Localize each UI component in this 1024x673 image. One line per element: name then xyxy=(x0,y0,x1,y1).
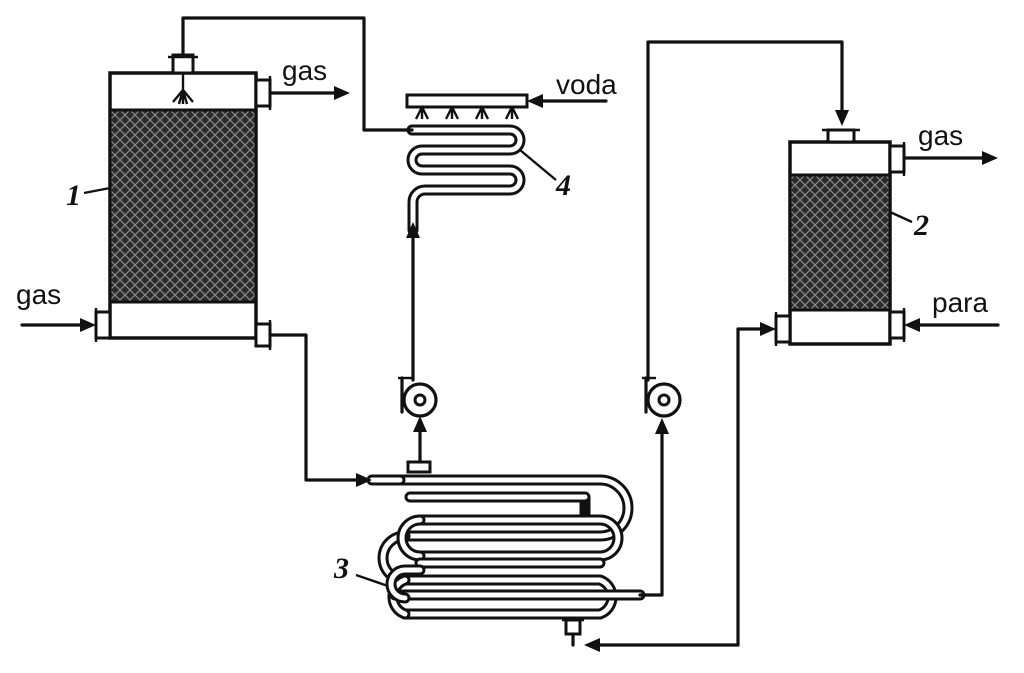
gas-inlet-left-arrow xyxy=(80,318,96,332)
number-2: 2 xyxy=(913,209,929,242)
cooler-coil-4 xyxy=(406,124,526,236)
column-2-steam-inlet-flange xyxy=(888,308,906,342)
leader-2 xyxy=(889,210,913,224)
steam-inlet-arrow xyxy=(904,318,920,332)
pipe-column1-to-exchanger xyxy=(268,333,362,482)
arrow-exchanger-return xyxy=(584,638,600,652)
label-gas-out-left: gas xyxy=(282,55,327,86)
column-1-gas-outlet-flange xyxy=(254,76,272,110)
label-voda: voda xyxy=(556,69,617,100)
arrow-column2-inlet xyxy=(835,110,849,126)
column-2-liquid-outlet-flange xyxy=(774,312,792,346)
column-2-top-nozzle xyxy=(822,128,860,144)
label-gas-in-left: gas xyxy=(16,279,61,310)
leader-3 xyxy=(355,573,389,588)
column-2-gas-outlet-flange xyxy=(888,142,906,176)
number-4: 4 xyxy=(555,169,571,202)
arrow-exchanger-inlet xyxy=(356,473,372,487)
pump-right xyxy=(642,376,682,418)
label-gas-out-right: gas xyxy=(918,120,963,151)
water-inlet-arrow xyxy=(527,94,543,108)
column-1-gas-inlet-flange xyxy=(94,308,112,342)
leader-4 xyxy=(519,149,557,181)
desorber-column-2 xyxy=(788,140,892,346)
pipe-exchanger-to-pump-right xyxy=(638,430,664,597)
number-3: 3 xyxy=(333,552,349,585)
water-sprinkler-bar xyxy=(405,93,529,120)
absorber-column-1 xyxy=(108,71,258,340)
pipe-column2-to-exchanger xyxy=(596,327,766,647)
pump-left xyxy=(398,376,438,418)
leader-1 xyxy=(83,186,111,195)
arrow-cooler-inlet xyxy=(406,222,420,238)
number-1: 1 xyxy=(66,179,81,212)
gas-outlet-left-arrow xyxy=(334,86,350,100)
column-1-liquid-outlet-flange xyxy=(254,320,272,350)
pipe-pump-to-column2 xyxy=(646,40,844,382)
arrow-pump-left-inlet xyxy=(413,416,427,432)
label-para: para xyxy=(932,287,988,318)
gas-outlet-right-arrow xyxy=(982,151,998,165)
pipe-cooler-to-column1 xyxy=(181,16,414,132)
arrow-pump-right-inlet xyxy=(655,418,669,434)
arrow-column2-outlet xyxy=(760,322,776,336)
heat-exchanger-3 xyxy=(366,460,646,636)
